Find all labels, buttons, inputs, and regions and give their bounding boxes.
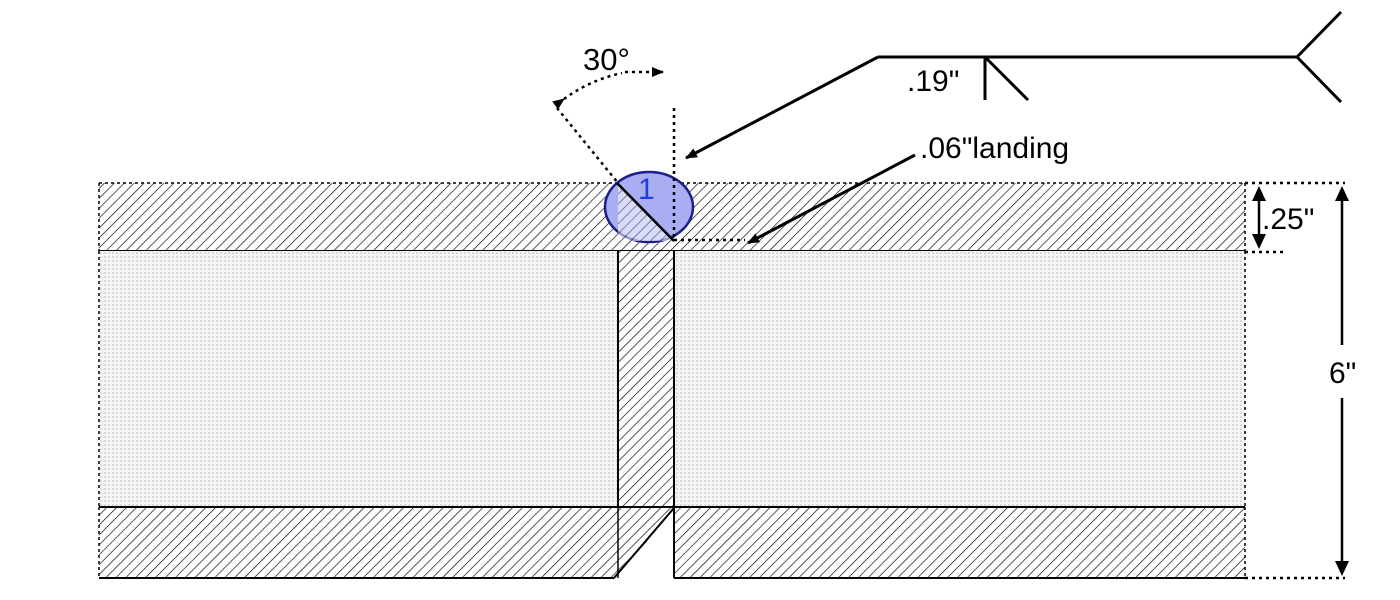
weld-symbol bbox=[685, 10, 1343, 160]
total-height-dimension bbox=[1245, 186, 1349, 580]
vertical-web-splice bbox=[617, 251, 675, 507]
total-height-label: 6" bbox=[1329, 357, 1356, 390]
bevel-angle-label: 30° bbox=[583, 42, 630, 77]
bottom-flange-left bbox=[98, 506, 675, 579]
weld-size-label: .19" bbox=[907, 65, 959, 98]
weld-pass-number: 1 bbox=[638, 173, 655, 206]
landing-leader-arrow bbox=[747, 153, 916, 245]
plate-thickness-label: .25" bbox=[1262, 203, 1314, 236]
weld-symbol-tail-icon bbox=[1295, 10, 1343, 104]
bevel-angle-guides bbox=[552, 67, 745, 242]
landing-label: .06"landing bbox=[920, 132, 1069, 165]
weld-symbol-fillet-icon bbox=[983, 55, 1030, 102]
plate-thickness-dimension bbox=[1245, 181, 1345, 254]
weld-bead: 1 bbox=[603, 170, 695, 244]
bottom-flange-right bbox=[673, 506, 1246, 579]
